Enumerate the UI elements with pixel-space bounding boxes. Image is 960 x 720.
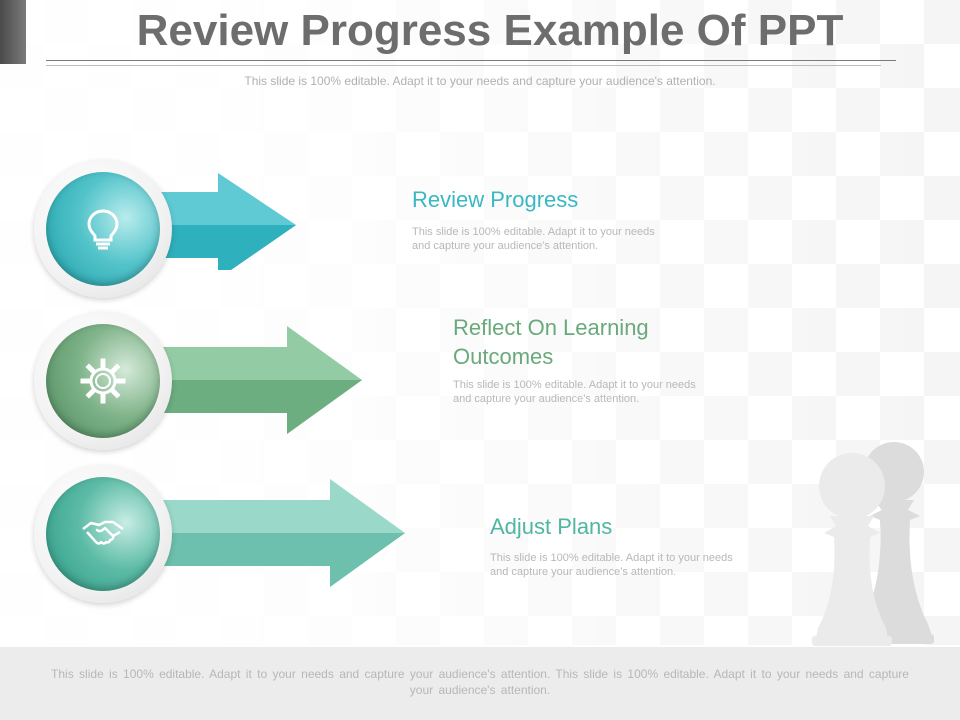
icon-disc	[46, 324, 160, 438]
gear-icon	[80, 358, 126, 404]
arrow-shape	[150, 326, 362, 434]
item-heading: Adjust Plans	[490, 514, 613, 539]
title-divider	[46, 60, 896, 61]
item-description: This slide is 100% editable. Adapt it to…	[453, 378, 733, 406]
title-divider-secondary	[46, 65, 881, 66]
footer-bar: This slide is 100% editable. Adapt it to…	[0, 647, 960, 720]
footer-text: This slide is 100% editable. Adapt it to…	[30, 666, 930, 698]
arrow-shape	[150, 173, 296, 270]
item-description: This slide is 100% editable. Adapt it to…	[490, 551, 770, 579]
icon-disc	[46, 477, 160, 591]
footer-text-line: your audience's attention.	[409, 683, 551, 697]
item-heading-line: Reflect On Learning	[453, 315, 649, 340]
item-heading: Review Progress	[412, 187, 579, 212]
slide-title: Review Progress Example Of PPT	[136, 6, 844, 55]
item-review-progress: Review Progress This slide is 100% edita…	[0, 160, 960, 310]
item-description-line: and capture your audience's attention.	[490, 566, 677, 578]
icon-disc	[46, 172, 160, 286]
slide-subtitle: This slide is 100% editable. Adapt it to…	[244, 74, 716, 88]
item-description-line: and capture your audience's attention.	[453, 393, 640, 405]
item-description: This slide is 100% editable. Adapt it to…	[412, 225, 692, 253]
arrow-shape	[150, 479, 405, 587]
lightbulb-icon	[87, 209, 119, 250]
item-heading-line: Outcomes	[453, 344, 554, 369]
item-reflect-on-learning: Reflect On Learning Outcomes This slide …	[0, 312, 960, 462]
handshake-icon	[82, 520, 124, 545]
footer-text-line: This slide is 100% editable. Adapt it to…	[51, 667, 909, 681]
chess-pawns-icon	[812, 442, 934, 646]
item-description-line: This slide is 100% editable. Adapt it to…	[412, 226, 655, 238]
item-description-line: This slide is 100% editable. Adapt it to…	[453, 379, 696, 391]
item-description-line: and capture your audience's attention.	[412, 240, 599, 252]
item-adjust-plans: Adjust Plans This slide is 100% editable…	[0, 465, 960, 615]
item-heading: Reflect On Learning Outcomes	[453, 313, 649, 371]
item-description-line: This slide is 100% editable. Adapt it to…	[490, 552, 733, 564]
corner-tab	[0, 0, 26, 64]
